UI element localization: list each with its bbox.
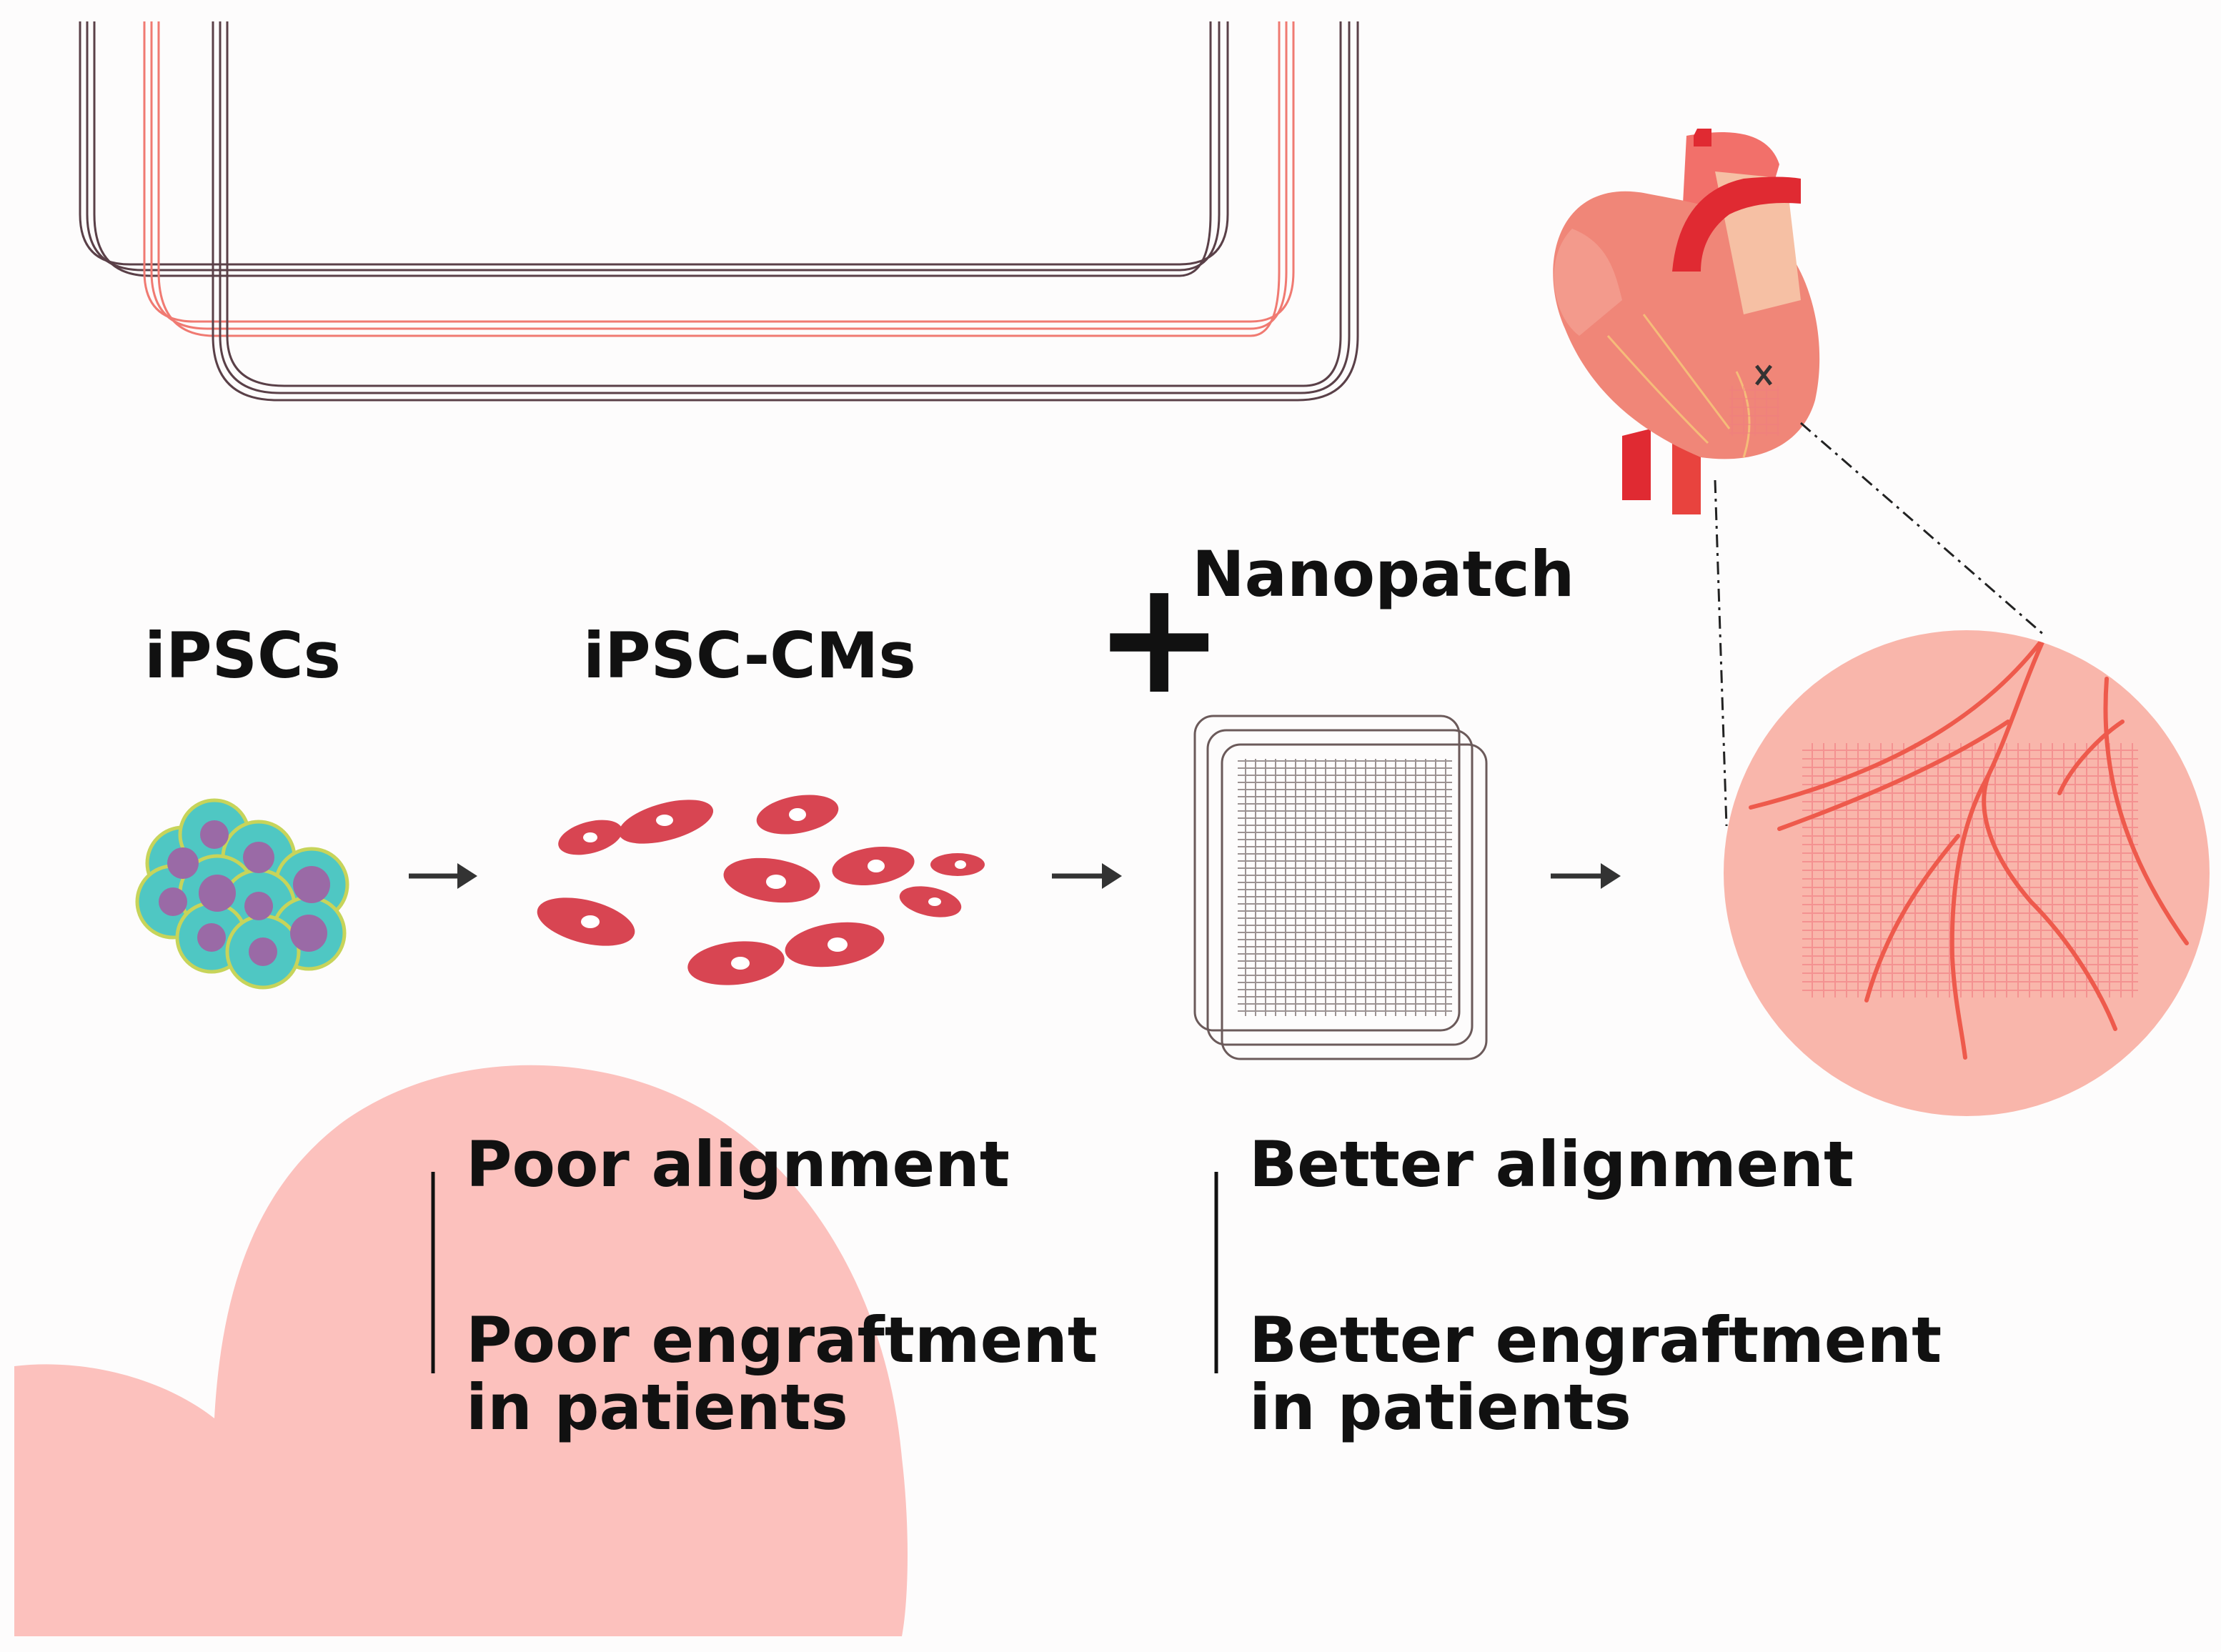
right-engraftment-line2: in patients xyxy=(1249,1370,1631,1444)
ipsc-cms-label: iPSC-CMs xyxy=(583,619,916,692)
arrow-2 xyxy=(1052,863,1122,889)
stem-cell-cluster-icon xyxy=(135,798,349,990)
arrow-1 xyxy=(409,863,477,889)
background-blob xyxy=(14,1065,908,1636)
nanopatch-icon xyxy=(1193,715,1488,1060)
nanopatch-label: Nanopatch xyxy=(1192,537,1574,611)
left-engraftment-line2: in patients xyxy=(466,1370,848,1444)
plus-sign: + xyxy=(1093,546,1225,729)
zoom-circle-icon xyxy=(1724,630,2210,1116)
heart-icon xyxy=(1553,129,1820,514)
right-alignment-text: Better alignment xyxy=(1249,1128,1854,1201)
left-engraftment-line1: Poor engraftment xyxy=(466,1303,1098,1377)
right-engraftment-line1: Better engraftment xyxy=(1249,1303,1942,1377)
frame-lines xyxy=(79,21,1359,402)
zoom-guide-lines xyxy=(1714,422,2046,827)
cardiomyocyte-icon xyxy=(537,795,985,985)
arrow-3 xyxy=(1551,863,1621,889)
left-alignment-text: Poor alignment xyxy=(466,1128,1010,1201)
ipscs-label: iPSCs xyxy=(144,619,341,692)
